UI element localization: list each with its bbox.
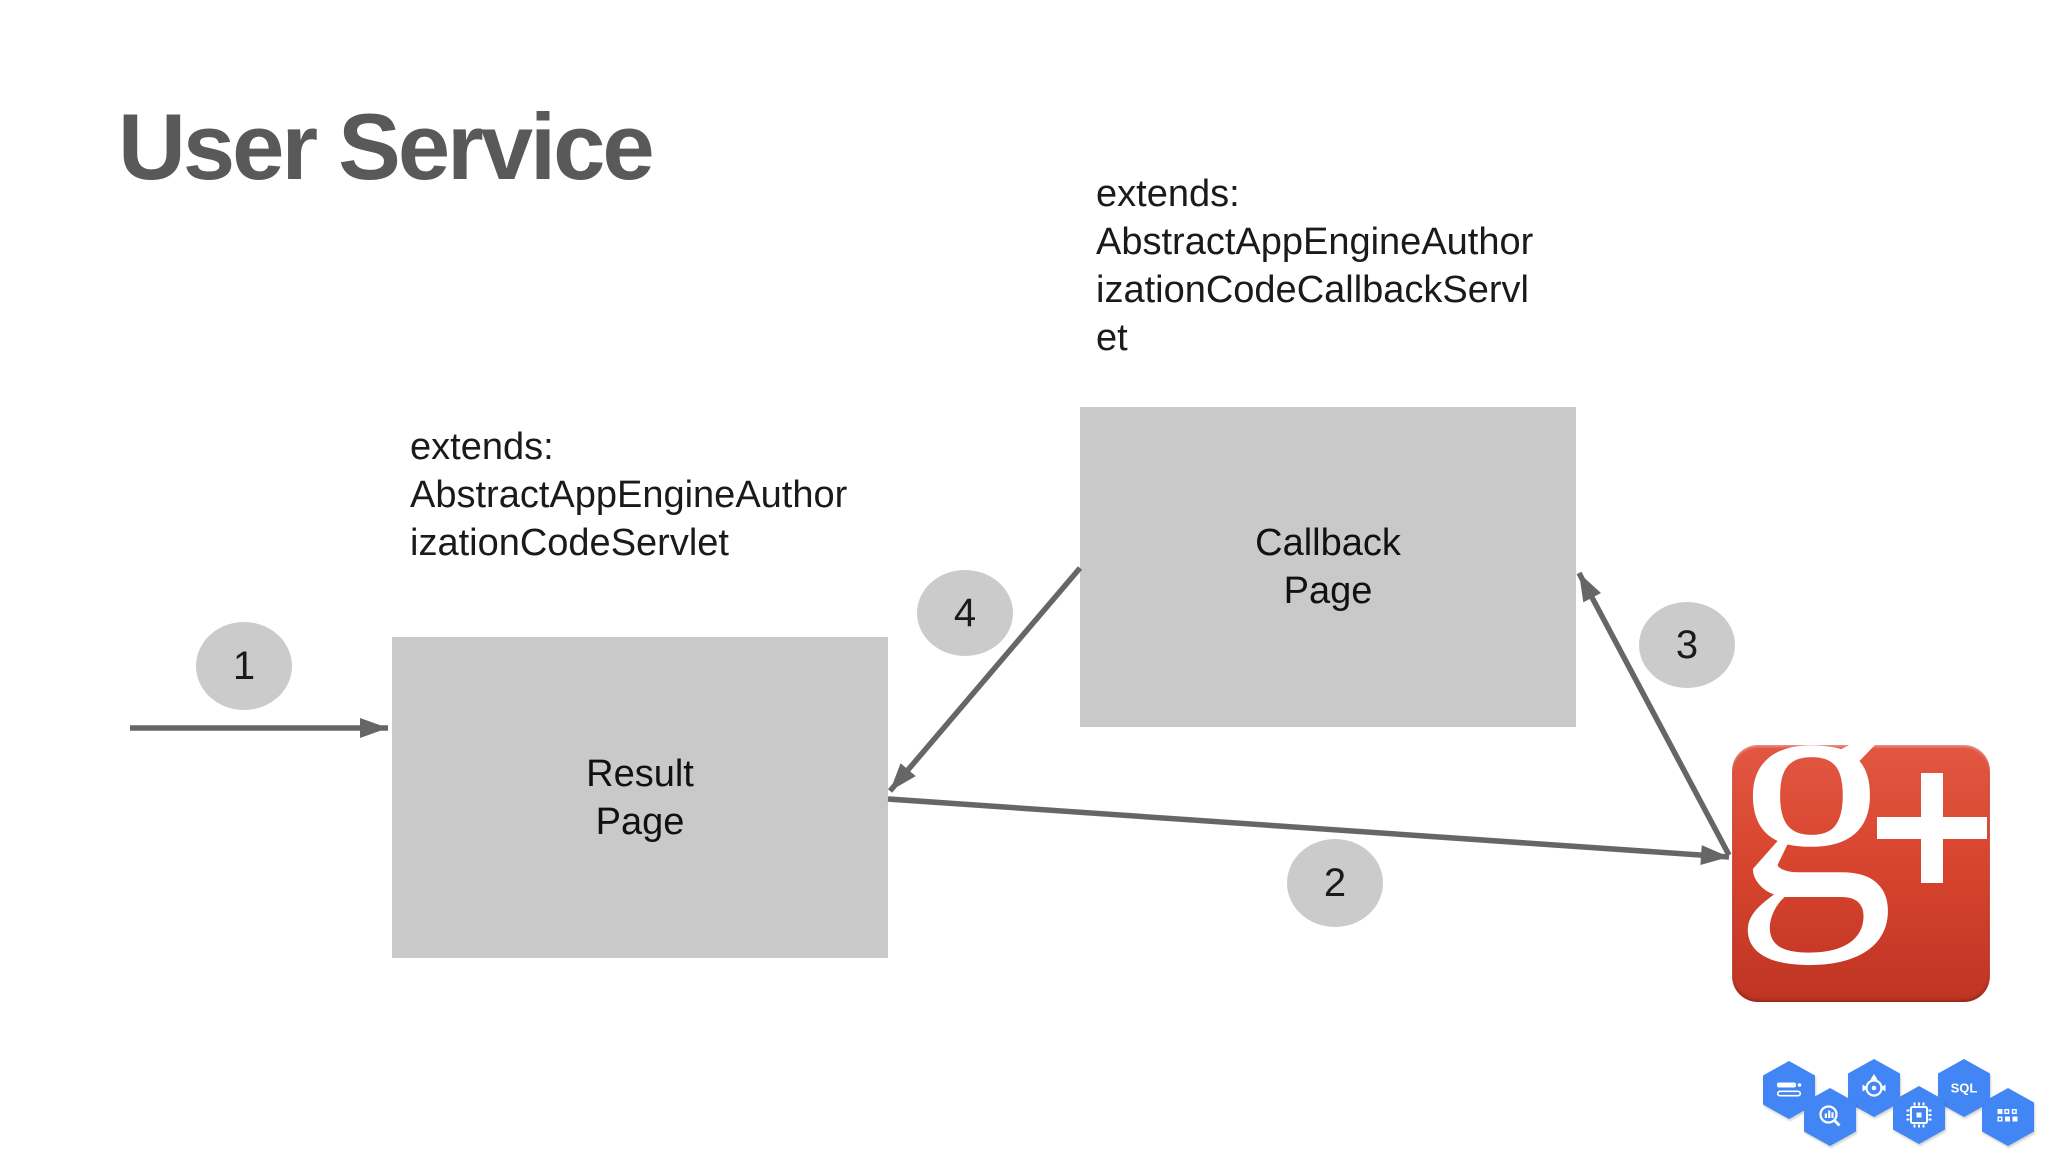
gplus-g-glyph: g <box>1734 745 1894 966</box>
sql-label: SQL <box>1951 1081 1978 1096</box>
step-number: 1 <box>232 643 256 688</box>
page-title: User Service <box>118 94 655 199</box>
step-number: 4 <box>953 590 977 635</box>
target-compass-icon <box>1848 1059 1900 1117</box>
compute-chip-icon <box>1893 1086 1945 1144</box>
bigquery-magnifier-icon <box>1804 1088 1856 1146</box>
cloud-sql-icon: SQL <box>1938 1059 1990 1117</box>
step-number: 2 <box>1323 860 1347 905</box>
storage-bars-icon <box>1763 1061 1815 1119</box>
callback-extends-note: extends: AbstractAppEngineAuthor ization… <box>1096 173 1534 359</box>
grid-squares-icon <box>1982 1088 2034 1146</box>
result-page-box: Result Page <box>392 637 888 958</box>
callback-page-box: Callback Page <box>1080 407 1576 727</box>
step-badge-4: 4 <box>917 570 1013 656</box>
step-badge-3: 3 <box>1639 602 1735 688</box>
step-number: 3 <box>1675 622 1699 667</box>
result-extends-note: extends: AbstractAppEngineAuthor ization… <box>410 426 848 564</box>
callback-page-label: Callback Page <box>1255 522 1401 612</box>
step-badge-2: 2 <box>1287 839 1383 927</box>
result-page-label: Result Page <box>586 752 694 843</box>
google-plus-logo: g <box>1732 745 1990 1002</box>
step-badge-1: 1 <box>196 622 292 710</box>
